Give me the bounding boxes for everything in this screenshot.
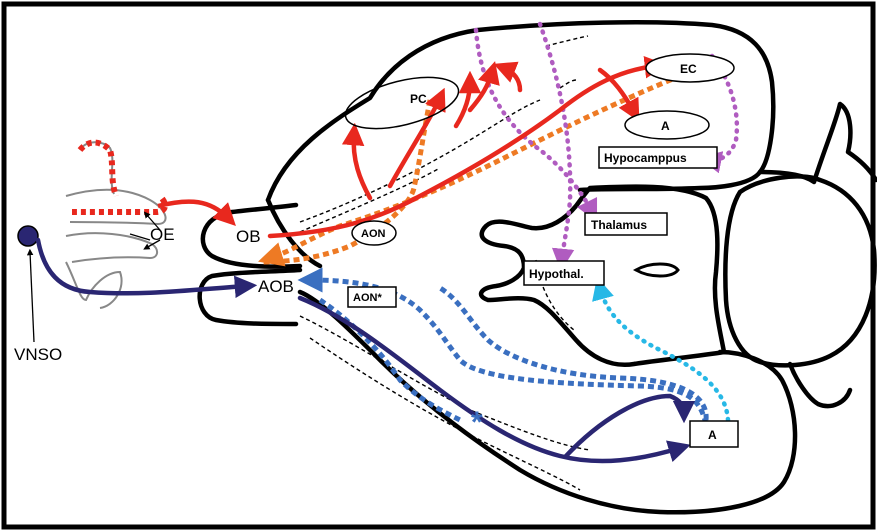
- aob-label: AOB: [258, 277, 294, 296]
- aon-label: AON: [361, 228, 386, 240]
- cerebellum-outline: [723, 174, 877, 368]
- ventricle-slit: [632, 262, 680, 278]
- ec-label: EC: [680, 62, 697, 76]
- hippocampus-box: [598, 146, 718, 169]
- vnso-pointer: [26, 248, 35, 343]
- a-upper-label: A: [661, 119, 670, 133]
- ec-ellipse: [645, 53, 735, 83]
- upper-hemisphere-outline: [265, 20, 776, 203]
- vnso-label: VNSO: [14, 345, 62, 364]
- red-ob-projections: [267, 56, 668, 239]
- pc-label: PC: [410, 92, 427, 106]
- aon-ellipse: [351, 220, 397, 246]
- a-lower-label: A: [708, 428, 717, 442]
- hippocampus-label: Hypocamppus: [604, 151, 687, 165]
- orange-feedback-ec-to-ob: [258, 69, 691, 267]
- a-upper-ellipse: [624, 110, 710, 140]
- oe-receptor-dashes: [72, 139, 168, 216]
- vnso-organ: [17, 225, 39, 247]
- thalamus-box: [584, 212, 668, 236]
- blue-star-marker: *: [471, 406, 483, 439]
- red-oe-to-ob: [157, 199, 236, 226]
- a-lower-box: [689, 420, 739, 448]
- oe-label: OE: [150, 225, 175, 244]
- pc-ellipse: [344, 76, 460, 130]
- red-star-marker: *: [486, 66, 498, 99]
- orange-feedback-pc-to-ob: [259, 99, 433, 265]
- cyan-a-to-hypothalamus: [592, 277, 731, 423]
- aon-star-label: AON*: [353, 292, 382, 304]
- diencephalon-outline: [478, 184, 727, 368]
- accessory-bulb-outline: [197, 267, 303, 327]
- olfactory-bulb-outline: [200, 202, 303, 269]
- aon-star-box: [347, 286, 397, 308]
- thalamus-label: Thalamus: [591, 218, 647, 232]
- hypothal-label: Hypothal.: [529, 267, 584, 281]
- navy-accessory-pathway: [35, 237, 696, 464]
- oe-pointer-lines: [129, 211, 161, 250]
- hypothal-box: [523, 260, 605, 286]
- ob-label: OB: [236, 227, 261, 246]
